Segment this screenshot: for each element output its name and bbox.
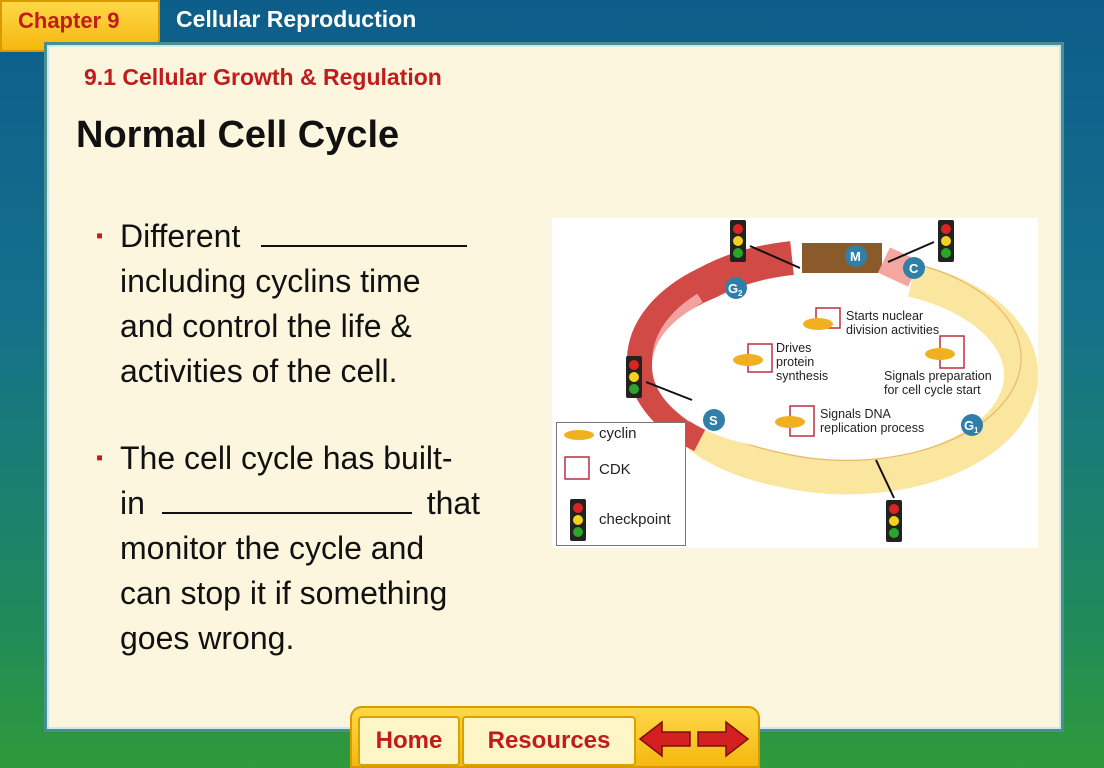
bullet-line: that [426, 485, 481, 521]
s-g2-arrow [626, 241, 795, 452]
label-protein-1: Drives [776, 341, 811, 355]
label-protein-2: protein [776, 355, 814, 369]
slide-heading: Normal Cell Cycle [76, 114, 400, 156]
fill-in-blank [161, 488, 412, 514]
annotation-protein-synthesis: Drives protein synthesis [733, 341, 828, 383]
section-title: 9.1 Cellular Growth & Regulation [84, 64, 442, 90]
left-arrow-icon[interactable] [638, 718, 692, 760]
bullet-line: in [120, 485, 145, 521]
chapter-label: Chapter 9 [18, 8, 120, 33]
bullet-line: goes wrong. [120, 620, 295, 656]
cell-cycle-svg: M C G 2 S G 1 [626, 220, 1039, 542]
legend-cyclin-label: cyclin [599, 425, 637, 442]
bullet-checkpoints: ▪ The cell cycle has built- in that moni… [96, 436, 516, 661]
label-nuclear-1: Starts nuclear [846, 309, 923, 323]
cyclin-symbol-icon [564, 430, 594, 440]
bullet-line: The cell cycle has built- [120, 440, 453, 476]
phase-g2-sub: 2 [738, 289, 743, 298]
checkpoint-symbol-icon [570, 499, 586, 541]
bullet-text: The cell cycle has built- in that monito… [120, 436, 516, 661]
phase-g1-badge [961, 414, 983, 436]
cdk-symbol-icon [564, 456, 590, 480]
checkpoint-traffic-light-top-left [730, 220, 746, 262]
phase-c-label: C [909, 261, 919, 276]
phase-c-badge [903, 257, 925, 279]
bullet-line: can stop it if something [120, 575, 448, 611]
bullet-line: Different [120, 218, 241, 254]
g1-arrow [680, 263, 1039, 495]
checkpoint-traffic-light-top-right [938, 220, 954, 262]
home-button[interactable]: Home [358, 716, 460, 766]
phase-m-badge [845, 245, 867, 267]
chapter-title: Cellular Reproduction [176, 6, 417, 32]
bullet-square-icon: ▪ [96, 447, 104, 469]
bullet-line: activities of the cell. [120, 353, 398, 389]
phase-g2-badge [725, 277, 747, 299]
annotation-nuclear-division: Starts nuclear division activities [803, 307, 939, 337]
bullet-line: and control the life & [120, 308, 412, 344]
fill-in-blank [261, 221, 468, 247]
legend-cdk-label: CDK [599, 461, 631, 478]
bullet-cyclins: ▪ Different including cyclins time and c… [96, 214, 516, 394]
bullet-line: monitor the cycle and [120, 530, 425, 566]
bullet-square-icon: ▪ [96, 225, 104, 247]
pointer-line [645, 381, 693, 401]
diagram-legend: cyclin CDK checkpoint [556, 422, 686, 546]
checkpoint-traffic-light-left [626, 356, 642, 398]
label-dna-1: Signals DNA [820, 407, 892, 421]
annotation-signals-preparation: Signals preparation for cell cycle start [884, 335, 992, 397]
phase-g2-label: G [728, 281, 738, 296]
pointer-line [875, 459, 895, 499]
phase-s-badge [703, 409, 725, 431]
legend-symbols [564, 430, 594, 541]
phase-m-label: M [850, 249, 861, 264]
label-prep-2: for cell cycle start [884, 383, 981, 397]
bullet-line: including cyclins time [120, 263, 421, 299]
right-arrow-icon[interactable] [696, 718, 750, 760]
label-nuclear-2: division activities [846, 323, 939, 337]
phase-s-label: S [709, 413, 718, 428]
annotation-dna-replication: Signals DNA replication process [775, 405, 924, 437]
pointer-line [887, 241, 935, 263]
cycle-center [652, 282, 956, 450]
checkpoint-traffic-light-bottom [886, 500, 902, 542]
legend-checkpoint-label: checkpoint [599, 511, 671, 528]
label-prep-1: Signals preparation [884, 369, 992, 383]
phase-g1-sub: 1 [974, 426, 979, 435]
label-dna-2: replication process [820, 421, 924, 435]
pointer-line [749, 245, 801, 269]
phase-g1-label: G [964, 418, 974, 433]
label-protein-3: synthesis [776, 369, 828, 383]
resources-button[interactable]: Resources [462, 716, 636, 766]
bullet-text: Different including cyclins time and con… [120, 214, 516, 394]
nav-bar: Home Resources [350, 706, 760, 768]
